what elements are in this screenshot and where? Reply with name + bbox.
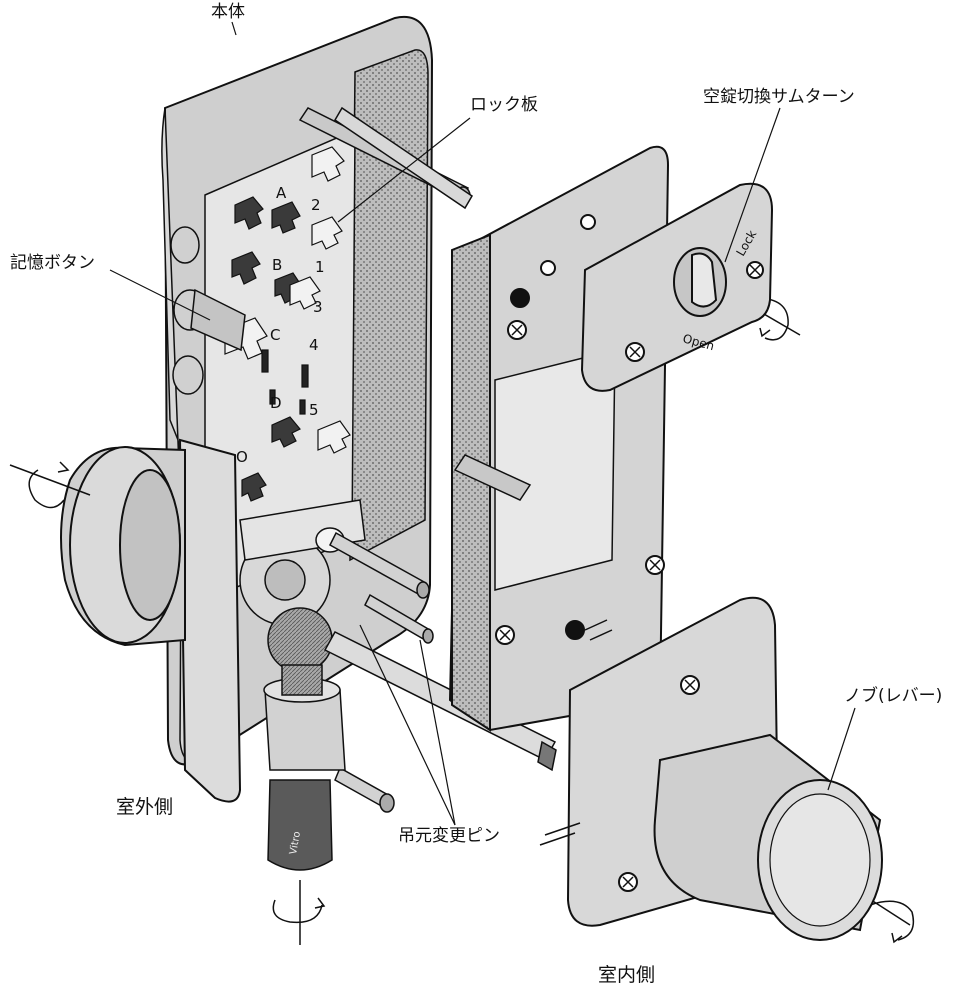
inside-knob	[539, 596, 883, 941]
plate-letter-o: O	[236, 448, 248, 466]
label-lock-plate: ロック板	[470, 95, 538, 115]
combination-plates	[224, 146, 351, 502]
plate-number-2: 2	[311, 196, 321, 214]
plate-letter-a: A	[276, 184, 287, 202]
plate-letters: A B C D O	[236, 184, 287, 466]
label-body: 本体	[211, 2, 245, 22]
label-knob-lever: ノブ(レバー)	[844, 686, 943, 706]
memory-buttons	[170, 226, 246, 395]
label-outside: 室外側	[116, 796, 174, 818]
key-cylinder	[263, 664, 346, 871]
plate-numbers: 1 2 3 4 5	[309, 196, 325, 419]
label-memory-button: 記憶ボタン	[10, 253, 95, 273]
outside-knob	[60, 446, 186, 647]
label-inside: 室内側	[598, 964, 656, 986]
plate-letter-b: B	[272, 256, 282, 274]
inside-chassis	[448, 145, 670, 732]
label-hanger-pin: 吊元変更ピン	[398, 826, 500, 846]
plate-number-4: 4	[309, 336, 319, 354]
key-brand-label: Vitro	[288, 831, 303, 856]
plate-number-1: 1	[315, 258, 325, 276]
thumb-turn-plate	[580, 182, 774, 392]
plate-letter-d: D	[270, 394, 282, 412]
plate-letter-c: C	[270, 326, 280, 344]
leader-lines	[109, 21, 856, 826]
upper-rods	[298, 106, 474, 210]
plate-number-3: 3	[313, 298, 323, 316]
plate-number-5: 5	[309, 401, 319, 419]
label-thumb-turn: 空錠切換サムターン	[703, 87, 855, 107]
